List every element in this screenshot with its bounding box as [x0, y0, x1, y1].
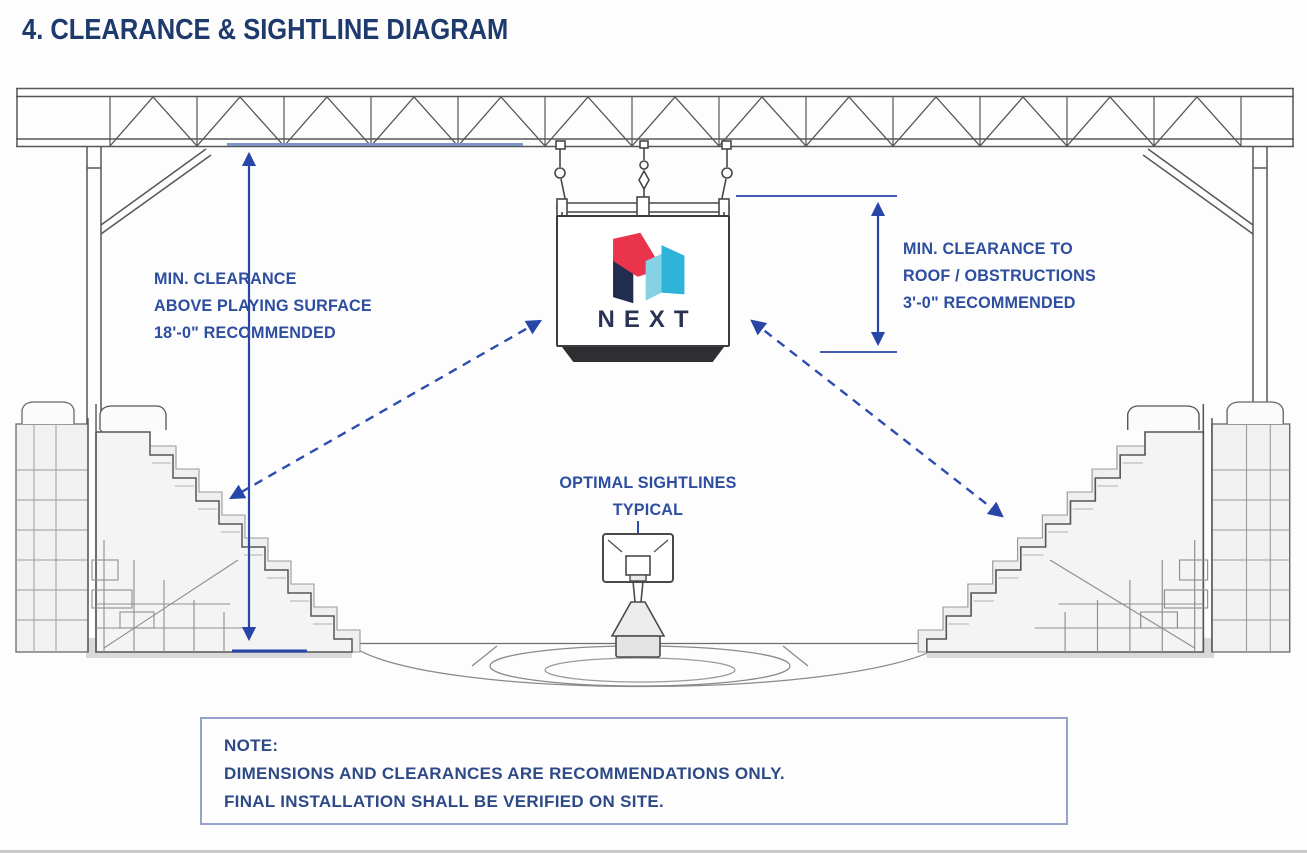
note-box: NOTE: DIMENSIONS AND CLEARANCES ARE RECO…: [200, 717, 1068, 825]
right-bleachers: [917, 401, 1291, 659]
label-line: MIN. CLEARANCE: [154, 269, 297, 288]
roof-truss: [16, 87, 1294, 148]
dimension-3ft-arrow: [736, 195, 897, 353]
scoreboard: NEXT: [556, 215, 730, 347]
sightline-right-arrow: [750, 319, 1004, 518]
label-line: TYPICAL: [612, 500, 684, 519]
scoreboard-brand-text: NEXT: [597, 306, 698, 333]
label-left-clearance: MIN. CLEARANCE ABOVE PLAYING SURFACE 18'…: [154, 265, 372, 346]
bottom-edge-strip: [0, 850, 1307, 853]
sightline-left-arrow: [228, 319, 543, 500]
scoreboard-rigging: [554, 140, 733, 218]
page-title: 4. CLEARANCE & SIGHTLINE DIAGRAM: [22, 14, 509, 46]
label-line: 3'-0" RECOMMENDED: [903, 293, 1076, 312]
next-logo-icon: [613, 232, 685, 304]
basketball-hoop: [602, 533, 674, 658]
note-heading: NOTE:: [224, 736, 279, 755]
note-line: FINAL INSTALLATION SHALL BE VERIFIED ON …: [224, 792, 665, 811]
label-line: ABOVE PLAYING SURFACE: [154, 296, 372, 315]
scoreboard-speaker-band: [562, 347, 724, 362]
left-bleachers: [15, 401, 361, 658]
label-right-clearance: MIN. CLEARANCE TO ROOF / OBSTRUCTIONS 3'…: [903, 235, 1096, 316]
label-line: OPTIMAL SIGHTLINES: [559, 473, 737, 492]
label-optimal-sightlines: OPTIMAL SIGHTLINES TYPICAL: [507, 469, 788, 523]
label-line: ROOF / OBSTRUCTIONS: [903, 266, 1096, 285]
note-line: DIMENSIONS AND CLEARANCES ARE RECOMMENDA…: [224, 764, 785, 783]
label-line: 18'-0" RECOMMENDED: [154, 323, 336, 342]
label-line: MIN. CLEARANCE TO: [903, 239, 1073, 258]
